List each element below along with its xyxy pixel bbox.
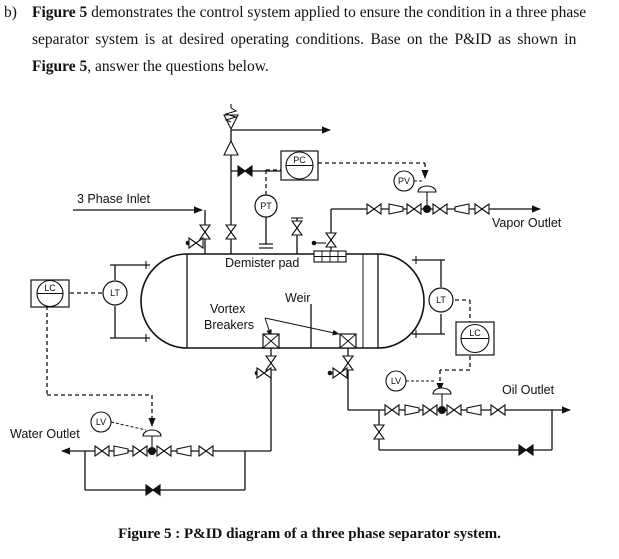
pv-instrument (393, 170, 422, 192)
oil-drain-valves (327, 355, 354, 379)
question-line-3: Figure 5, answer the questions below. (32, 58, 269, 76)
figure-caption: Figure 5 : P&ID diagram of a three phase… (118, 526, 501, 542)
vortex-breaker-right (339, 333, 357, 349)
water-valve-train (94, 429, 214, 496)
vortex-pointer-left (264, 317, 272, 337)
lv-oil-instrument (385, 370, 436, 392)
lt-left-label: LT (110, 288, 120, 298)
lc-right-label: LC (469, 328, 481, 338)
vent-block-valve-icon (225, 224, 237, 240)
figure-ref-1: Figure 5 (32, 4, 88, 21)
relief-valve-top-icon (223, 104, 239, 156)
pt-instrument (254, 194, 278, 249)
pt-label: PT (260, 201, 272, 211)
question-text: b) Figure 5 demonstrates the control sys… (0, 0, 619, 90)
lv-oil-label: LV (391, 376, 401, 386)
vortex-pointer-right (264, 317, 340, 336)
inlet-valve-icon (199, 224, 211, 240)
demister-pad (313, 250, 347, 263)
pc-controller (280, 150, 319, 181)
vapor-drain-icon (311, 240, 326, 246)
weir-label: Weir (285, 291, 310, 305)
vortex-breaker-left (262, 333, 280, 349)
water-outlet-label: Water Outlet (10, 427, 80, 441)
oil-outlet-label: Oil Outlet (502, 383, 555, 397)
vapor-outlet-label: Vapor Outlet (492, 216, 562, 230)
figure-ref-2: Figure 5 (32, 58, 88, 75)
lc-right-controller (455, 321, 495, 356)
lv-water-label: LV (96, 417, 106, 427)
question-line-1: Figure 5 demonstrates the control system… (32, 4, 586, 22)
relief-valve-icon (291, 217, 303, 236)
question-line-1-rest: demonstrates the control system applied … (87, 4, 587, 21)
lt-right-instrument (415, 256, 454, 338)
lc-left-controller (30, 279, 70, 308)
lc-left-label: LC (44, 283, 56, 293)
vortex-label-2: Breakers (204, 318, 254, 332)
demister-label: Demister pad (225, 256, 299, 270)
lt-right-label: LT (436, 295, 446, 305)
lv-water-instrument (90, 411, 147, 433)
question-line-2: separator system is at desired operating… (32, 31, 577, 48)
vortex-label-1: Vortex (210, 302, 246, 316)
vapor-valve-train (366, 185, 490, 215)
pc-label: PC (293, 155, 306, 165)
question-line-3-rest: , answer the questions below. (87, 58, 269, 75)
inlet-drain-icon (185, 237, 204, 249)
separator-vessel (140, 253, 425, 349)
inlet-label: 3 Phase Inlet (77, 192, 150, 206)
gas-vent-valve-icon (237, 165, 253, 177)
water-drain-valves (254, 355, 277, 379)
vapor-block-valve-icon (325, 232, 337, 248)
question-marker: b) (4, 4, 17, 21)
lt-left-instrument (102, 261, 147, 342)
pv-label: PV (398, 176, 410, 186)
oil-valve-train (373, 387, 534, 456)
